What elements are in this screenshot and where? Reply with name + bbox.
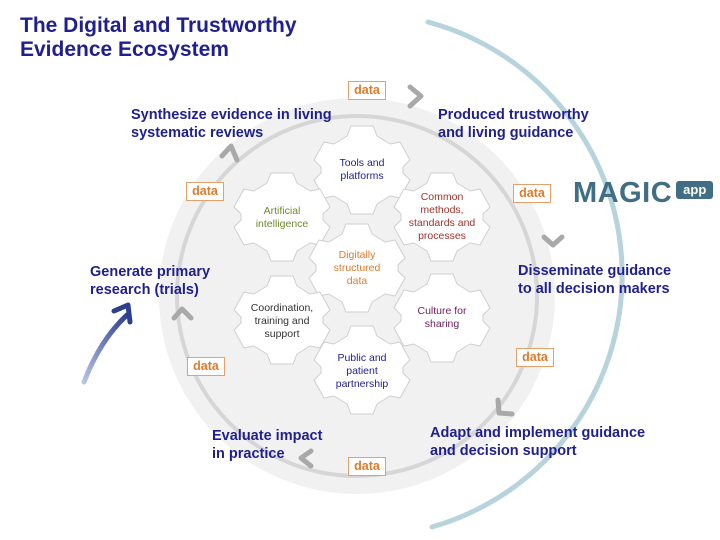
data-tag-top: data xyxy=(348,81,386,100)
magic-app-logo: MAGIC app xyxy=(573,176,714,210)
logo-badge: app xyxy=(676,181,714,199)
gear-label-public-line-3: partnership xyxy=(335,378,389,390)
gear-label-center-line-1: Digitally xyxy=(338,249,376,261)
cycle-arrow-top xyxy=(407,84,424,109)
gear-label-public-line-2: patient xyxy=(346,365,378,377)
step-produced-line-2: and living guidance xyxy=(438,125,574,141)
data-tag-bottom: data xyxy=(348,457,386,476)
cycle-ring xyxy=(175,114,539,478)
gear-label-center-line-3: data xyxy=(346,275,368,287)
gear-label-tools-line-2: platforms xyxy=(340,170,384,182)
data-tag-right-lower: data xyxy=(516,348,554,367)
step-generate-line-1: Generate primary xyxy=(90,264,211,280)
step-evaluate-line-1: Evaluate impact xyxy=(212,428,323,444)
entry-arrow xyxy=(81,312,130,385)
cycle-arrow-left-lower xyxy=(171,306,194,321)
step-disseminate-line-1: Disseminate guidance xyxy=(518,263,672,279)
gear-label-public-line-1: Public and xyxy=(337,352,387,364)
gear-label-common-line-3: standards and xyxy=(408,217,476,229)
gear-label-ai-line-1: Artificial xyxy=(263,205,301,217)
cycle-arrow-bottom xyxy=(298,448,314,469)
logo-name: MAGIC xyxy=(573,177,673,209)
cycle-arrow-right-upper xyxy=(541,234,565,248)
gear-label-common-line-2: methods, xyxy=(420,204,464,216)
outer-arc xyxy=(425,19,625,530)
cycle-arrow-right-lower xyxy=(495,397,515,417)
gear-label-center-line-2: structured xyxy=(333,262,381,274)
step-disseminate: Disseminate guidance to all decision mak… xyxy=(518,262,671,298)
gear-label-coordination-line-2: training and xyxy=(254,315,310,327)
gear-label-ai-line-2: intelligence xyxy=(255,218,309,230)
step-generate: Generate primary research (trials) xyxy=(90,263,210,299)
gear-label-common-line-1: Common xyxy=(420,191,464,203)
step-adapt: Adapt and implement guidance and decisio… xyxy=(430,424,645,460)
step-adapt-line-2: and decision support xyxy=(430,443,577,459)
step-produced: Produced trustworthy and living guidance xyxy=(438,106,589,142)
gear-label-culture-line-1: Culture for xyxy=(417,305,467,317)
title-line-1: The Digital and Trustworthy xyxy=(20,14,297,37)
step-evaluate: Evaluate impact in practice xyxy=(212,427,322,463)
step-generate-line-2: research (trials) xyxy=(90,282,199,298)
step-synthesize-line-1: Synthesize evidence in living xyxy=(131,107,332,123)
gear-label-coordination-line-1: Coordination, xyxy=(250,302,314,314)
cycle-arrow-left-upper xyxy=(219,143,240,163)
gear-label-coordination-line-3: support xyxy=(264,328,300,340)
step-disseminate-line-2: to all decision makers xyxy=(518,281,670,297)
data-tag-right-upper: data xyxy=(513,184,551,203)
title-line-2: Evidence Ecosystem xyxy=(20,38,229,61)
gear-label-common-line-4: processes xyxy=(418,230,466,242)
data-tag-left-lower: data xyxy=(187,357,225,376)
step-synthesize-line-2: systematic reviews xyxy=(131,125,264,141)
page-title: The Digital and Trustworthy Evidence Eco… xyxy=(20,14,340,62)
step-produced-line-1: Produced trustworthy xyxy=(438,107,589,123)
step-adapt-line-1: Adapt and implement guidance xyxy=(430,425,646,441)
gear-label-culture-line-2: sharing xyxy=(424,318,460,330)
step-evaluate-line-2: in practice xyxy=(212,446,285,462)
entry-arrowhead xyxy=(111,302,133,325)
gear-label-tools-line-1: Tools and xyxy=(339,157,385,169)
step-synthesize: Synthesize evidence in living systematic… xyxy=(131,106,332,142)
data-tag-left-upper: data xyxy=(186,182,224,201)
